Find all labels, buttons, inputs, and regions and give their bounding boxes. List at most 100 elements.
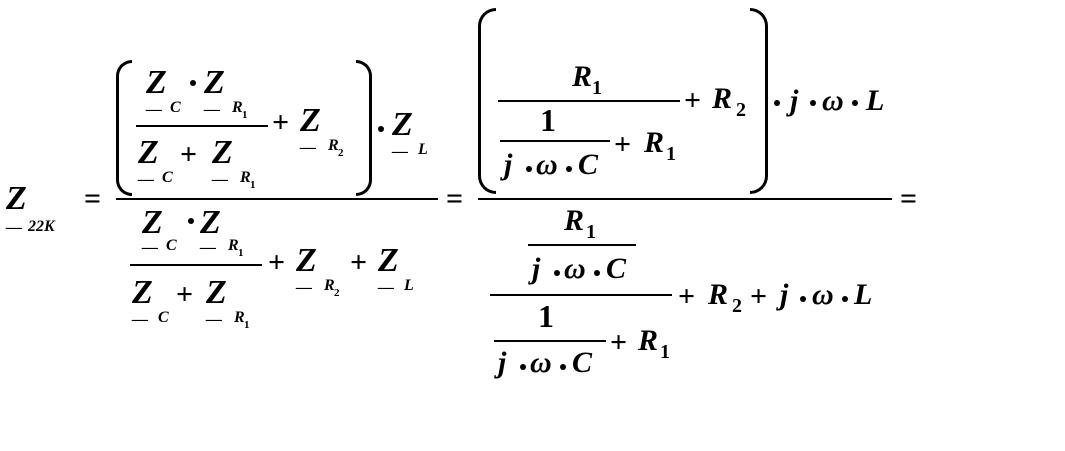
mul-dot	[852, 100, 858, 106]
n2-omega2: ω	[822, 84, 844, 117]
plus-sign: +	[268, 246, 286, 279]
n2-l: L	[866, 84, 885, 117]
equals-sign-2: =	[446, 182, 464, 215]
d2-c: C	[606, 252, 627, 285]
mul-dot	[560, 364, 566, 370]
right-paren-2	[750, 8, 768, 194]
d-zc-prefix: ––	[142, 239, 158, 256]
d-zr2-sub: R	[324, 277, 335, 294]
d2-l: L	[854, 278, 873, 311]
z22k-sub-prefix: ––	[6, 219, 22, 236]
d2-r1: R	[564, 204, 585, 237]
plus-sign: +	[272, 106, 290, 139]
mul-dot	[800, 296, 806, 302]
n2-r1b: R	[644, 126, 665, 159]
num-zr2: Z	[300, 102, 321, 139]
inner-fraction-bar-1	[136, 125, 268, 127]
equals-sign-1: =	[84, 182, 102, 215]
num-zr2-prefix: ––	[300, 139, 316, 156]
d-zr2: Z	[296, 242, 317, 279]
dd-zc-sub: C	[158, 309, 169, 326]
equals-sign-3: =	[900, 182, 918, 215]
d-zr2-sub2: 2	[334, 287, 340, 299]
mul-dot	[594, 270, 600, 276]
d-zr1: Z	[200, 204, 221, 241]
dd-zr1: Z	[206, 274, 227, 311]
num-zr2-sub: R	[328, 137, 339, 154]
d-zr1-sub1: 1	[238, 247, 244, 259]
left-paren-2	[478, 8, 496, 194]
den-zr1-sub1: 1	[250, 179, 256, 191]
z22k-symbol: Z	[6, 180, 27, 217]
mul-dot	[566, 166, 572, 172]
num-zc-prefix: ––	[146, 101, 162, 118]
den-zc: Z	[138, 134, 159, 171]
n2-r1-sub: 1	[592, 77, 602, 99]
mul-dot	[190, 80, 196, 86]
plus-sign: +	[176, 278, 194, 311]
mul-dot	[378, 126, 384, 132]
d2-r2: R	[708, 278, 729, 311]
d-zc-sub: C	[166, 237, 177, 254]
plus-sign: +	[350, 246, 368, 279]
d2-r1b: R	[638, 324, 659, 357]
d2-r1b-sub: 1	[660, 341, 670, 363]
n2-one: 1	[540, 102, 556, 138]
n2-r1: R	[572, 60, 593, 93]
n2-r2-sub: 2	[736, 99, 746, 121]
d2-r2-sub: 2	[732, 295, 742, 317]
dd-zr1-sub: R	[234, 309, 245, 326]
plus-sign: +	[678, 280, 696, 313]
dd-zc-prefix: ––	[132, 311, 148, 328]
right-paren-1	[356, 60, 372, 196]
num-zr1-sub: R	[232, 99, 243, 116]
mul-dot	[810, 100, 816, 106]
fraction-bar-r1	[498, 100, 680, 102]
n2-j2: j	[790, 84, 799, 117]
dd-zr1-sub1: 1	[244, 319, 250, 331]
z22k-subscript: 22K	[28, 218, 55, 235]
d-zl-sub: L	[404, 277, 414, 294]
d-zc: Z	[142, 204, 163, 241]
mul-dot	[774, 100, 780, 106]
num-zr1-prefix: ––	[204, 101, 220, 118]
d-zl: Z	[378, 242, 399, 279]
num-zl-sub: L	[418, 141, 428, 158]
mul-dot	[526, 166, 532, 172]
d2-j: j	[532, 252, 541, 285]
d2-r1-sub: 1	[586, 221, 596, 243]
fraction-bar-inner-den	[490, 294, 672, 296]
d-zl-prefix: ––	[378, 279, 394, 296]
dd-zr1-prefix: ––	[206, 311, 222, 328]
n2-r1b-sub: 1	[666, 143, 676, 165]
d2-omega2: ω	[530, 346, 552, 379]
plus-sign: +	[684, 84, 702, 117]
mul-dot	[520, 364, 526, 370]
main-fraction-bar-2	[478, 198, 892, 200]
mul-dot	[554, 270, 560, 276]
plus-sign: +	[180, 138, 198, 171]
num-zr1-sub1: 1	[242, 109, 248, 121]
d-zr1-prefix: ––	[200, 239, 216, 256]
num-zc: Z	[146, 64, 167, 101]
d2-one: 1	[538, 298, 554, 334]
d2-omega: ω	[564, 252, 586, 285]
mul-dot	[188, 218, 194, 224]
n2-j: j	[504, 148, 513, 181]
fraction-bar-r1-over-jwc	[528, 244, 636, 246]
plus-sign: +	[614, 128, 632, 161]
den-zr1-sub: R	[240, 169, 251, 186]
d-zr2-prefix: ––	[296, 279, 312, 296]
num-zr1: Z	[204, 64, 225, 101]
plus-sign: +	[750, 280, 768, 313]
n2-omega: ω	[536, 148, 558, 181]
den-zc-sub: C	[162, 169, 173, 186]
num-zl: Z	[392, 106, 413, 143]
d2-omega3: ω	[812, 278, 834, 311]
n2-r2: R	[712, 82, 733, 115]
plus-sign: +	[610, 326, 628, 359]
fraction-bar-one	[500, 140, 610, 142]
mul-dot	[842, 296, 848, 302]
main-fraction-bar-1	[116, 198, 438, 200]
